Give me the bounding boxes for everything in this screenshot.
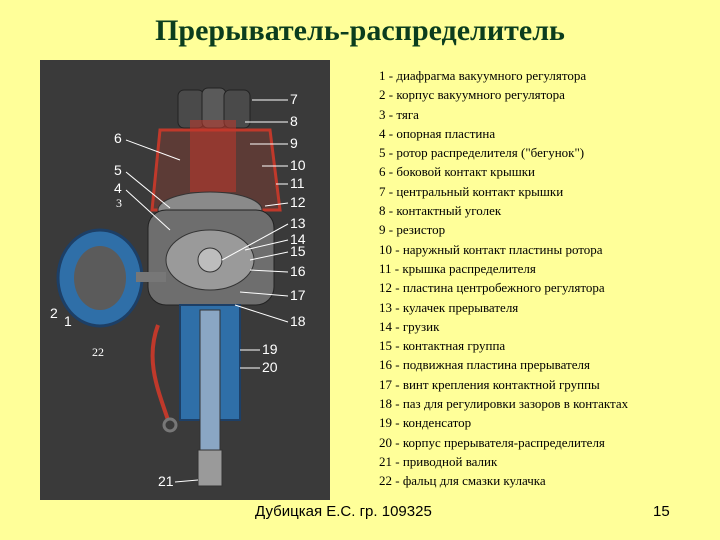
legend-item: 6 - боковой контакт крышки (379, 164, 535, 180)
leader-lines (125, 99, 289, 483)
callout-4: 4 (114, 180, 122, 196)
callout-15: 15 (290, 243, 306, 259)
cap-tower-right (223, 89, 251, 129)
callout-5: 5 (114, 162, 122, 178)
callout-3: 3 (116, 196, 122, 210)
callout-19: 19 (262, 341, 278, 357)
shaft-end (197, 449, 223, 487)
legend-item: 2 - корпус вакуумного регулятора (379, 87, 565, 103)
legend-item: 20 - корпус прерывателя-распределителя (379, 434, 605, 450)
callout-8: 8 (290, 113, 298, 129)
legend-item: 16 - подвижная пластина прерывателя (379, 357, 590, 373)
legend-item: 14 - грузик (379, 318, 440, 334)
legend-item: 15 - контактная группа (379, 338, 506, 354)
cam (197, 247, 223, 273)
callout-14: 14 (290, 231, 306, 247)
legend-item: 10 - наружный контакт пластины ротора (379, 241, 603, 257)
slide-title: Прерыватель-распределитель (155, 14, 565, 47)
callout-22: 22 (92, 345, 104, 359)
page-number: 15 (653, 503, 670, 520)
callout-16: 16 (290, 263, 306, 279)
drive-shaft (199, 309, 221, 451)
callout-6: 6 (114, 130, 122, 146)
callout-21: 21 (158, 473, 174, 489)
legend-item: 1 - диафрагма вакуумного регулятора (379, 68, 587, 83)
footer-author: Дубицкая Е.С. гр. 109325 (255, 503, 432, 520)
capacitor-wire (150, 324, 170, 421)
legend-item: 8 - контактный уголек (379, 203, 502, 219)
legend-item: 21 - приводной валик (379, 453, 498, 469)
legend-item: 5 - ротор распределителя ("бегунок") (379, 145, 585, 161)
callout-13: 13 (290, 215, 306, 231)
callout-7: 7 (290, 91, 298, 107)
callout-18: 18 (290, 313, 306, 329)
callout-12: 12 (290, 194, 306, 210)
distributor-cutaway-diagram: 7 8 9 10 11 12 13 14 15 16 17 18 19 20 2… (40, 60, 330, 500)
callout-10: 10 (290, 157, 306, 173)
legend-item: 22 - фальц для смазки кулачка (379, 473, 546, 489)
callout-11: 11 (290, 175, 305, 191)
legend-item: 19 - конденсатор (379, 415, 472, 431)
legend-item: 4 - опорная пластина (379, 125, 496, 141)
legend-item: 11 - крышка распределителя (379, 260, 536, 276)
legend-item: 12 - пластина центробежного регулятора (379, 280, 605, 296)
callout-9: 9 (290, 135, 298, 151)
callout-17: 17 (290, 287, 306, 303)
legend-item: 3 - тяга (379, 106, 419, 122)
callout-20: 20 (262, 359, 278, 375)
legend-item: 17 - винт крепления контактной группы (379, 376, 600, 392)
legend-item: 13 - кулачек прерывателя (379, 299, 519, 315)
wire-terminal (162, 417, 178, 433)
cap-cutaway (190, 120, 236, 192)
distributor-illustration: 7 8 9 10 11 12 13 14 15 16 17 18 19 20 2… (40, 60, 330, 500)
legend-item: 9 - резистор (379, 222, 446, 238)
legend-item: 7 - центральный контакт крышки (379, 183, 564, 199)
vacuum-rod (136, 272, 166, 282)
legend-item: 18 - паз для регулировки зазоров в конта… (379, 396, 629, 412)
callout-2: 2 (50, 305, 58, 321)
callout-1: 1 (64, 313, 72, 329)
legend-list: 1 - диафрагма вакуумного регулятора 2 - … (379, 66, 628, 491)
vacuum-diaphragm (74, 246, 126, 310)
